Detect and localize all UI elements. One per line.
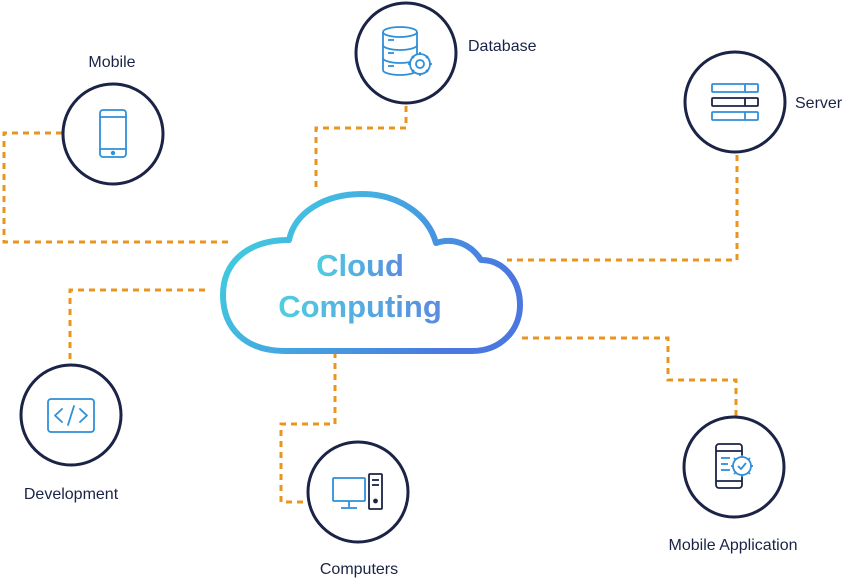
connector-server bbox=[507, 155, 739, 262]
cloud: Cloud Computing bbox=[220, 191, 523, 354]
mobile-app-gear-icon bbox=[715, 443, 753, 489]
cloud-title-line2: Computing bbox=[278, 289, 442, 324]
cloud-outline bbox=[220, 191, 523, 354]
node-database-circle bbox=[354, 1, 458, 105]
node-development: Development bbox=[19, 363, 123, 503]
node-database-label: Database bbox=[468, 38, 537, 55]
node-computers-circle bbox=[306, 440, 410, 544]
connector-computers bbox=[279, 352, 337, 504]
connector-development bbox=[68, 288, 205, 362]
node-mobile-label: Mobile bbox=[88, 54, 135, 71]
cloud-title-line1: Cloud bbox=[316, 248, 404, 283]
code-brackets-icon bbox=[47, 398, 95, 433]
connector-mobile-application bbox=[522, 336, 738, 416]
smartphone-icon bbox=[99, 109, 127, 158]
connector-database bbox=[314, 106, 408, 192]
server-rack-icon bbox=[711, 83, 759, 121]
connectors bbox=[2, 106, 739, 504]
node-development-label: Development bbox=[24, 486, 119, 503]
node-mobile: Mobile bbox=[61, 54, 165, 186]
node-computers-label: Computers bbox=[320, 561, 398, 578]
node-server-circle bbox=[683, 50, 787, 154]
node-computers: Computers bbox=[306, 440, 410, 578]
node-mobile-application-label: Mobile Application bbox=[669, 537, 798, 554]
node-mobile-application: Mobile Application bbox=[669, 415, 798, 554]
node-server-label: Server bbox=[795, 95, 843, 112]
node-database: Database bbox=[354, 1, 537, 105]
database-gear-icon bbox=[382, 26, 432, 76]
desktop-computer-icon bbox=[332, 473, 383, 510]
node-server: Server bbox=[683, 50, 843, 154]
node-mobile-circle bbox=[61, 82, 165, 186]
connector-mobile bbox=[2, 131, 232, 244]
